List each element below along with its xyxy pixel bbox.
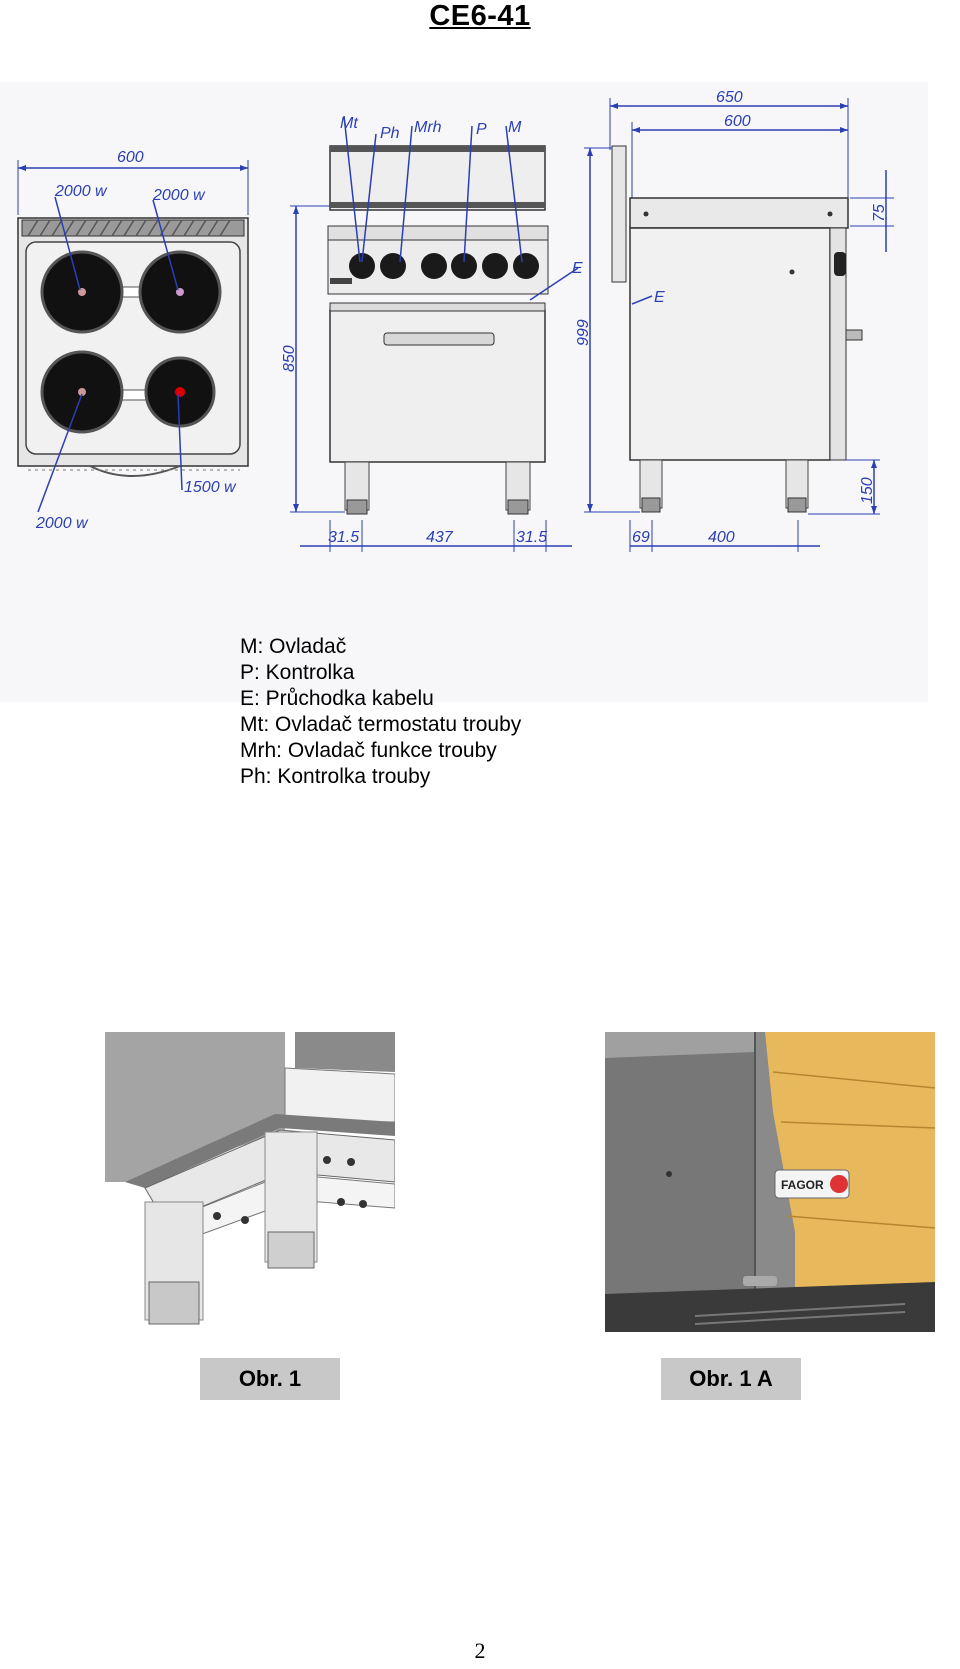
callout-mrh: Mrh [414, 119, 442, 136]
front-width-left: 31.5 [328, 529, 359, 546]
burner-label-1: 2000 w [54, 183, 108, 200]
technical-drawing: 600 2000 w 2000 w 2000 w 1500 w [0, 82, 928, 702]
side-width-inner: 600 [724, 113, 751, 130]
front-width-center: 437 [426, 529, 454, 546]
top-view: 600 2000 w 2000 w 2000 w 1500 w [17, 149, 249, 532]
brand-logo: FAGOR [781, 1178, 824, 1192]
figure-1-caption: Obr. 1 [200, 1358, 340, 1400]
figure-1a-image: FAGOR [605, 1032, 935, 1332]
front-view: Mt Ph Mrh P M E 850 31.5 437 31.5 [281, 115, 583, 552]
top-width-label: 600 [117, 149, 144, 166]
callout-e-front: E [572, 260, 583, 277]
side-depth-label: 400 [708, 529, 735, 546]
legend-item: Ph: Kontrolka trouby [240, 765, 431, 788]
callout-m: M [508, 119, 522, 136]
side-height-label: 999 [575, 319, 592, 346]
burner-label-2: 2000 w [152, 187, 206, 204]
callout-p: P [476, 121, 487, 138]
burner-label-3: 2000 w [35, 515, 89, 532]
legend-item: Mrh: Ovladač funkce trouby [240, 739, 497, 762]
callout-e-side: E [654, 289, 665, 306]
legend-item: Mt: Ovladač termostatu trouby [240, 713, 522, 736]
side-offset-label: 69 [632, 529, 650, 546]
page-number: 2 [474, 1638, 486, 1663]
side-view: 650 600 999 75 150 [575, 89, 894, 552]
oven-function-knob [380, 253, 406, 279]
figure-1-image [105, 1032, 395, 1332]
callout-ph: Ph [380, 125, 400, 142]
document-title: CE6-41 [429, 0, 531, 32]
front-height-label: 850 [281, 345, 298, 372]
leg-height-label: 150 [859, 477, 876, 504]
legend-item: E: Průchodka kabelu [240, 687, 434, 710]
legend: M: Ovladač P: Kontrolka E: Průchodka kab… [240, 634, 521, 790]
figure-1a-caption: Obr. 1 A [661, 1358, 801, 1400]
legend-item: M: Ovladač [240, 635, 347, 658]
top-rise-label: 75 [871, 204, 888, 222]
front-width-right: 31.5 [516, 529, 547, 546]
callout-mt: Mt [340, 115, 358, 132]
oven-thermostat-knob [349, 253, 375, 279]
side-width-outer: 650 [716, 89, 743, 106]
burner-label-4: 1500 w [184, 479, 237, 496]
legend-item: P: Kontrolka [240, 661, 355, 684]
